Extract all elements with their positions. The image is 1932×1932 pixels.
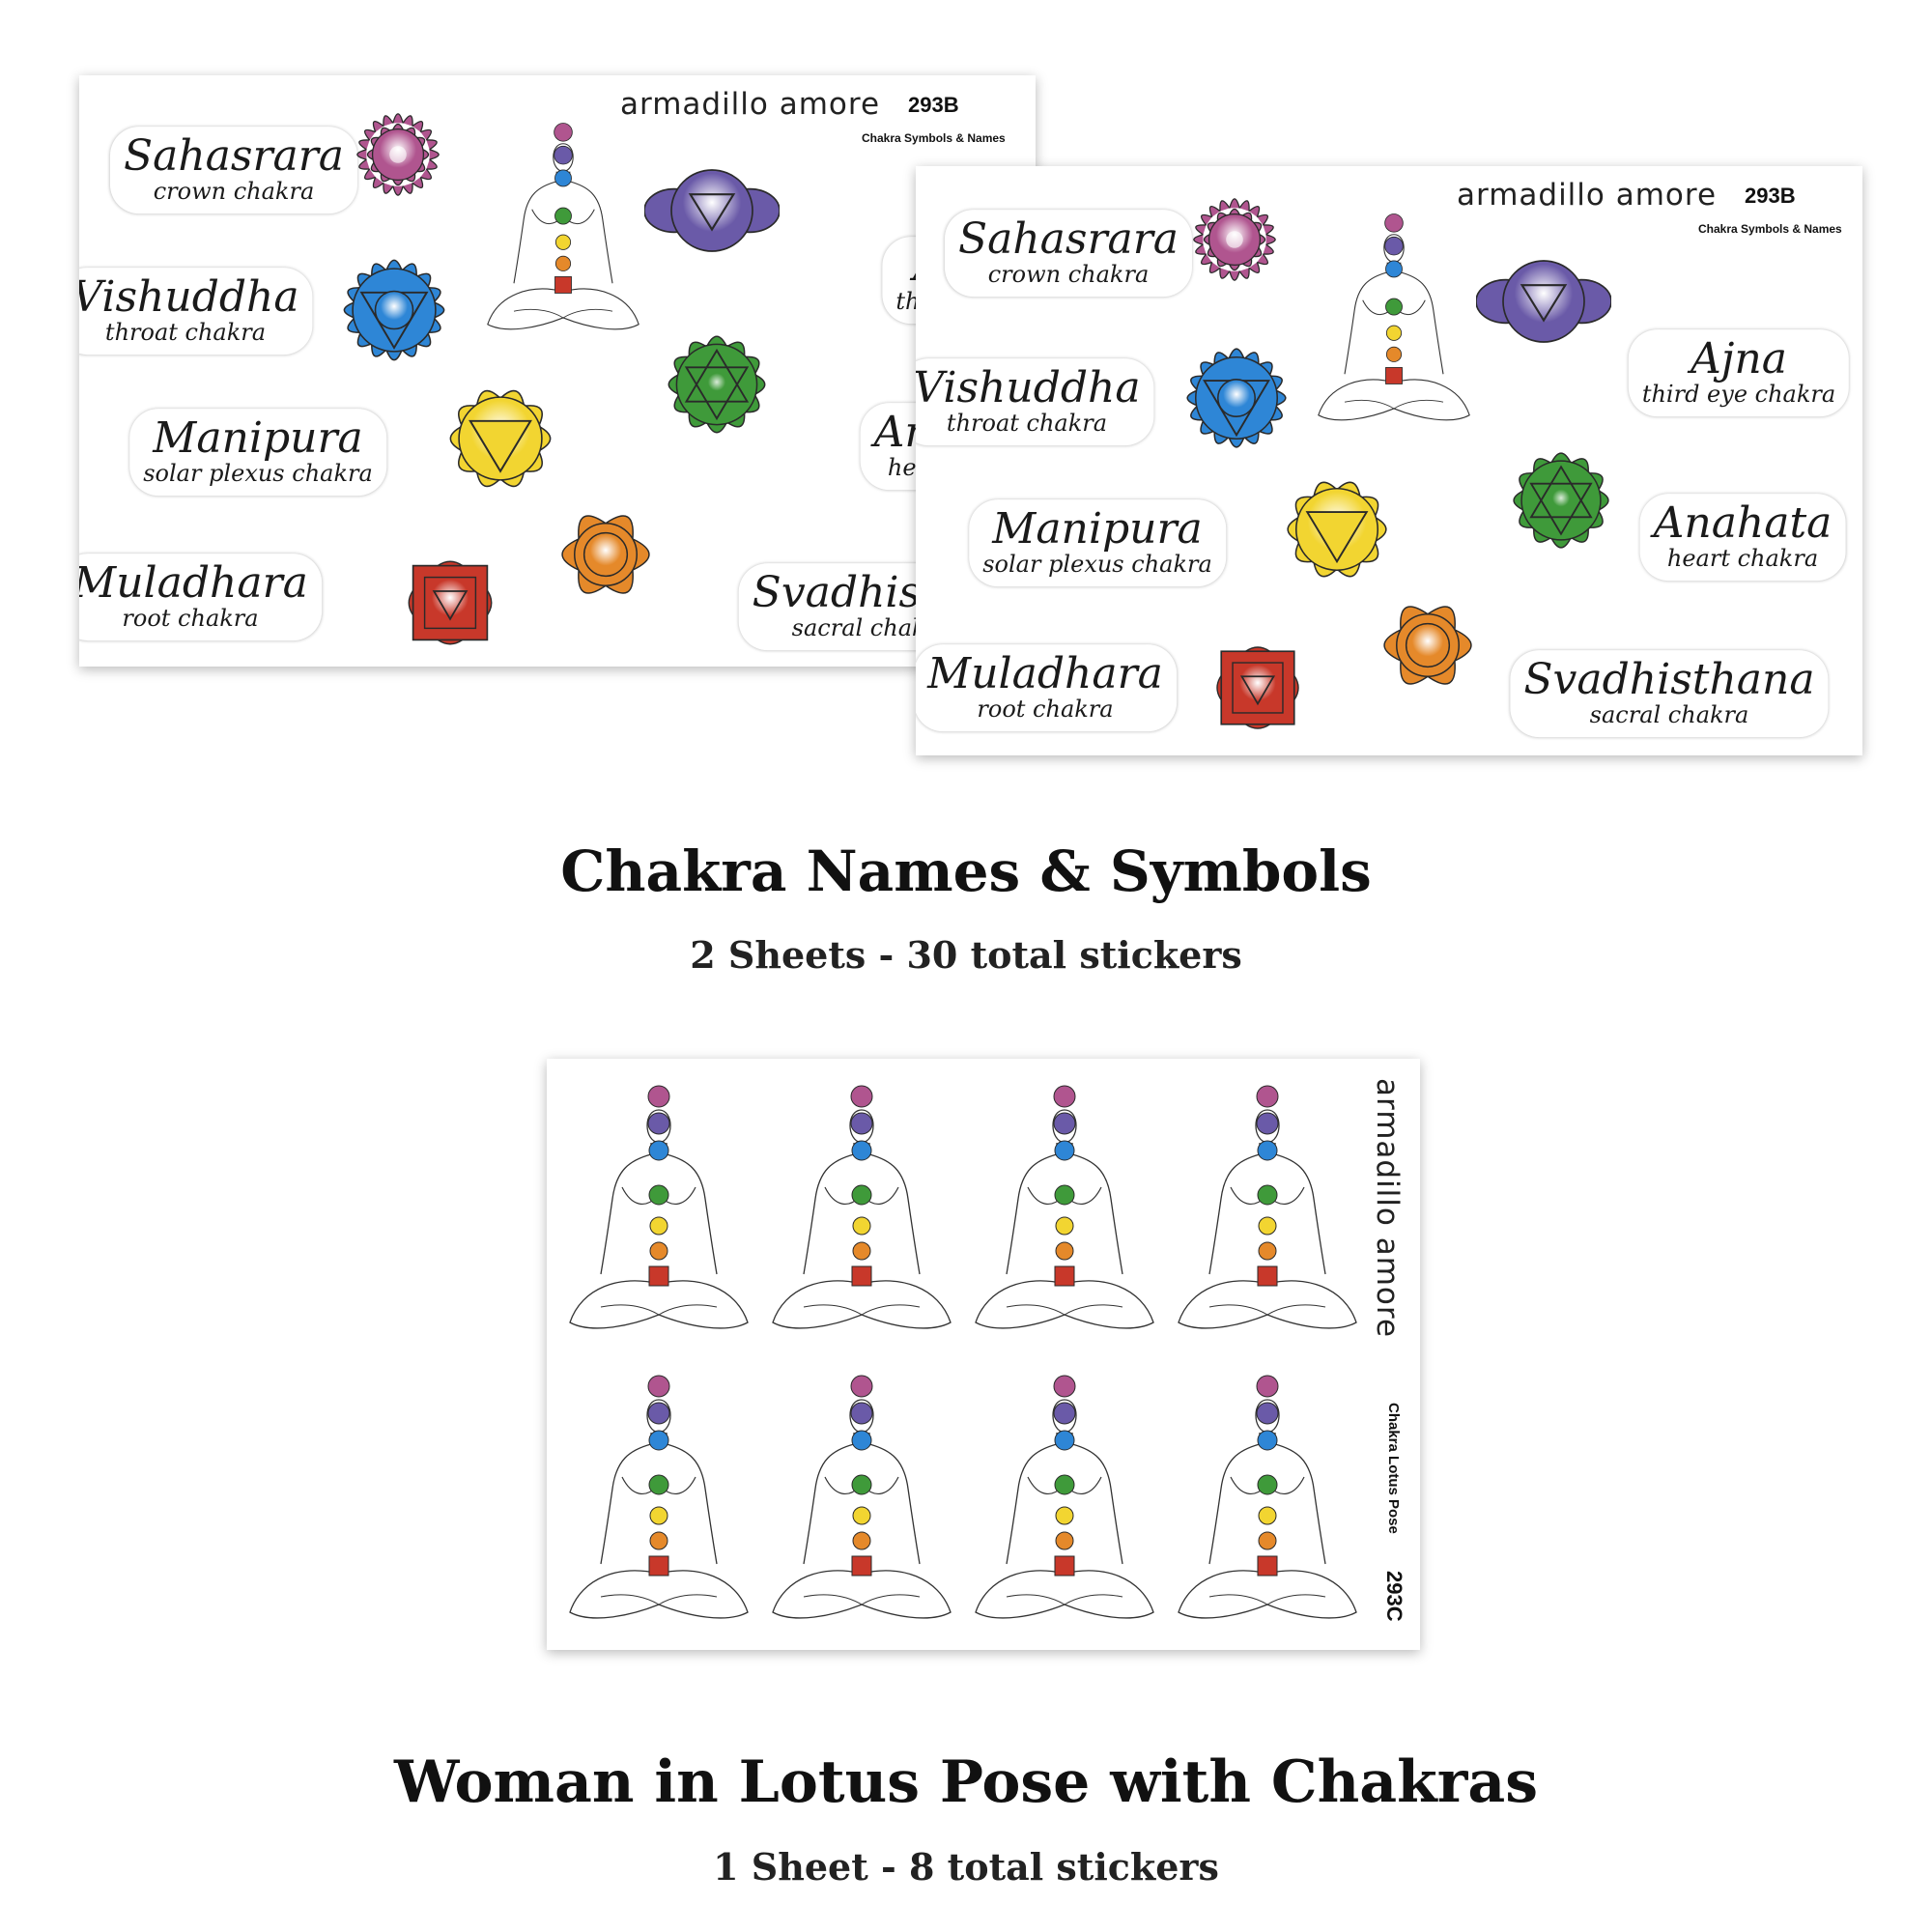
brand-name: armadillo amore xyxy=(1457,178,1718,213)
sticker-sheet-c: armadillo amore Chakra Lotus Pose 293C xyxy=(547,1059,1420,1650)
crown-chakra-icon xyxy=(1181,186,1288,293)
sheet-code: 293B xyxy=(1745,184,1796,208)
lotus-pose-figure-icon xyxy=(481,85,645,375)
heart-chakra-icon xyxy=(1501,440,1621,560)
lotus-pose-figure-icon xyxy=(968,1360,1161,1642)
sheet-code: 293B xyxy=(908,93,959,117)
throat-chakra-icon xyxy=(1175,336,1298,460)
throat-chakra-icon xyxy=(331,247,457,373)
lotus-pose-figure-icon xyxy=(562,1070,755,1352)
solar-plexus-chakra-icon xyxy=(1275,468,1399,591)
third-eye-chakra-icon xyxy=(1475,234,1612,369)
lotus-pose-figure-icon xyxy=(765,1070,958,1352)
brand-name: armadillo amore xyxy=(620,87,881,122)
sheet-subtitle: Chakra Lotus Pose xyxy=(1385,1403,1402,1534)
sheet-subtitle: Chakra Symbols & Names xyxy=(1698,222,1842,236)
root-chakra-icon xyxy=(1201,631,1315,745)
lotus-pose-figure-icon xyxy=(968,1070,1161,1352)
section-2-title: Woman in Lotus Pose with Chakras xyxy=(393,1748,1539,1816)
sheet-subtitle: Chakra Symbols & Names xyxy=(862,131,1006,145)
lotus-pose-figure-icon xyxy=(562,1360,755,1642)
sticker-sheet-a: armadillo amore 293B Chakra Symbols & Na… xyxy=(79,75,1036,667)
root-chakra-icon xyxy=(392,545,508,661)
solar-plexus-chakra-icon xyxy=(438,376,563,501)
sticker-sheet-b: armadillo amore 293B Chakra Symbols & Na… xyxy=(916,166,1862,755)
sacral-chakra-icon xyxy=(546,495,666,614)
lotus-pose-figure-icon xyxy=(1312,176,1476,466)
brand-name: armadillo amore xyxy=(1370,1078,1405,1339)
lotus-pose-figure-icon xyxy=(765,1360,958,1642)
lotus-pose-figure-icon xyxy=(1171,1070,1364,1352)
sacral-chakra-icon xyxy=(1368,585,1488,705)
third-eye-chakra-icon xyxy=(643,143,781,278)
section-2-subtitle: 1 Sheet - 8 total stickers xyxy=(713,1845,1219,1889)
section-1-subtitle: 2 Sheets - 30 total stickers xyxy=(690,933,1242,977)
heart-chakra-icon xyxy=(656,324,778,445)
crown-chakra-icon xyxy=(345,101,451,208)
section-1-title: Chakra Names & Symbols xyxy=(560,838,1372,904)
lotus-pose-figure-icon xyxy=(1171,1360,1364,1642)
sheet-code: 293C xyxy=(1382,1571,1406,1622)
